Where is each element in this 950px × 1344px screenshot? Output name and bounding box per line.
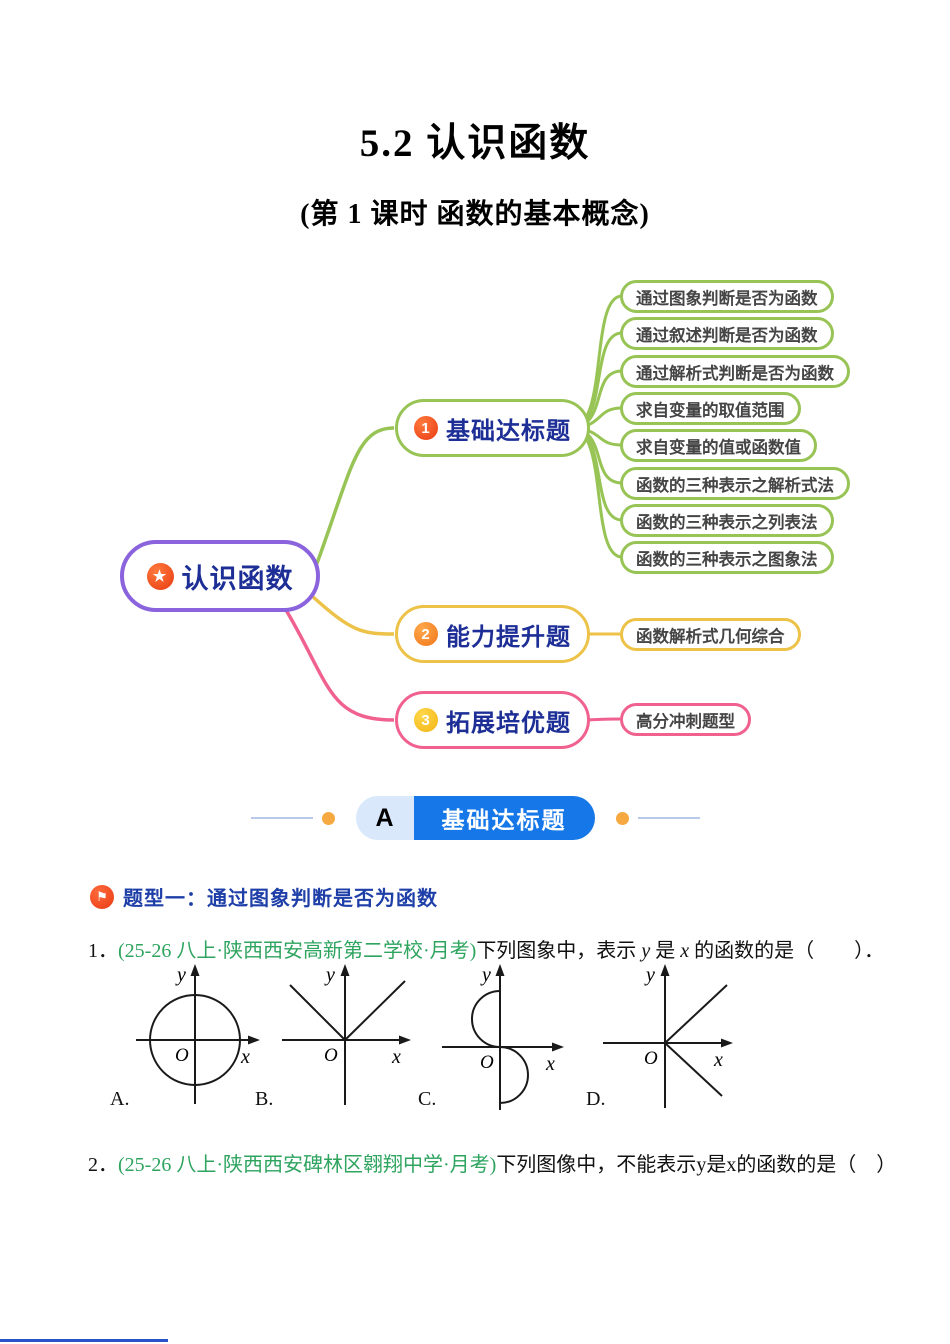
section-letter: A [355, 796, 414, 840]
flag-icon: ⚑ [90, 884, 114, 909]
question-1-body: 是 [650, 940, 681, 962]
math-var-y: y [696, 1154, 707, 1176]
mindmap-leaf: 求自变量的值或函数值 [620, 429, 817, 462]
mindmap-leaf: 通过解析式判断是否为函数 [620, 355, 850, 388]
mindmap-leaf: 函数的三种表示之图象法 [620, 541, 834, 574]
origin-label: O [175, 1045, 189, 1066]
origin-label: O [644, 1048, 658, 1069]
mindmap-leaf: 函数的三种表示之列表法 [620, 504, 834, 537]
question-2-body: 是 [706, 1154, 727, 1176]
question-1-body: 的函数的是（ ）． [689, 940, 885, 962]
question-1-number: 1． [88, 940, 118, 962]
mindmap-root-node: ★ 认识函数 [120, 540, 320, 612]
mindmap-leaf: 通过图象判断是否为函数 [620, 280, 834, 313]
axis-y-label: y [480, 964, 491, 986]
number-2-badge-icon: 2 [414, 622, 438, 646]
divider-line-left [250, 817, 313, 819]
mindmap-root-label: 认识函数 [181, 563, 294, 594]
mindmap-leaf: 通过叙述判断是否为函数 [620, 317, 834, 350]
mindmap-branch-ability-label: 能力提升题 [446, 623, 571, 651]
question-2-text: 2．(25-26 八上·陕西西安碑林区翱翔中学·月考)下列图像中，不能表示y是x… [88, 1148, 896, 1177]
axis-x-label: x [391, 1046, 401, 1068]
graph-option-a: y x O [136, 964, 260, 1104]
question-2-number: 2． [88, 1154, 118, 1176]
question-1-text: 1．(25-26 八上·陕西西安高新第二学校·月考)下列图象中，表示 y 是 x… [88, 934, 884, 963]
graph-option-b: y x O [282, 964, 411, 1105]
number-3-badge-icon: 3 [414, 708, 438, 732]
section-a-pill: A 基础达标题 [355, 796, 595, 840]
math-var-x: x [726, 1154, 737, 1176]
section-label: 基础达标题 [413, 796, 595, 840]
graph-option-d: y x O [603, 964, 733, 1108]
mindmap-branch-basic-label: 基础达标题 [446, 417, 571, 445]
option-b-label: B. [255, 1088, 274, 1110]
option-d-label: D. [586, 1088, 606, 1110]
question-1-source: (25-26 八上·陕西西安高新第二学校·月考) [118, 940, 477, 962]
math-var-y: y [641, 940, 651, 962]
mindmap-branch-ability: 2 能力提升题 [395, 605, 590, 663]
option-c-label: C. [418, 1088, 437, 1110]
origin-label: O [324, 1045, 338, 1066]
option-a-label: A. [110, 1088, 130, 1110]
origin-label: O [480, 1052, 494, 1073]
page-title: 5.2 认识函数 [359, 122, 591, 165]
question-2-body: 下列图像中，不能表示 [496, 1154, 697, 1176]
number-1-badge-icon: 1 [414, 416, 438, 440]
mindmap-branch-basic: 1 基础达标题 [395, 399, 590, 457]
mindmap-branch-advanced: 3 拓展培优题 [395, 691, 590, 749]
divider-line-right [637, 817, 700, 819]
axis-x-label: x [545, 1053, 555, 1075]
question-2-body: 的函数的是（ ） [736, 1154, 897, 1176]
divider-dot-left [321, 811, 335, 825]
axis-y-label: y [644, 964, 655, 986]
graph-option-c: y x O [442, 964, 564, 1110]
math-var-x: x [680, 940, 690, 962]
topic-heading: ⚑ 题型一：通过图象判断是否为函数 [90, 882, 438, 911]
star-icon: ★ [146, 562, 174, 590]
mindmap-leaf: 求自变量的取值范围 [620, 392, 801, 425]
section-divider: A 基础达标题 [0, 795, 950, 841]
mindmap-branch-advanced-label: 拓展培优题 [446, 709, 571, 737]
page-subtitle: (第 1 课时 函数的基本概念) [300, 199, 650, 230]
question-1-body: 下列图象中，表示 [476, 940, 642, 962]
page-bottom-rule [0, 1339, 168, 1342]
axis-y-label: y [324, 964, 335, 986]
mindmap-leaf: 函数的三种表示之解析式法 [620, 467, 850, 500]
axis-x-label: x [240, 1046, 250, 1068]
topic-label: 题型一：通过图象判断是否为函数 [123, 888, 438, 910]
mindmap-leaf: 函数解析式几何综合 [620, 618, 801, 651]
axis-y-label: y [175, 964, 186, 986]
mindmap-leaf: 高分冲刺题型 [620, 703, 751, 736]
divider-dot-right [615, 811, 629, 825]
question-2-source: (25-26 八上·陕西西安碑林区翱翔中学·月考) [118, 1154, 497, 1176]
axis-x-label: x [713, 1049, 723, 1071]
